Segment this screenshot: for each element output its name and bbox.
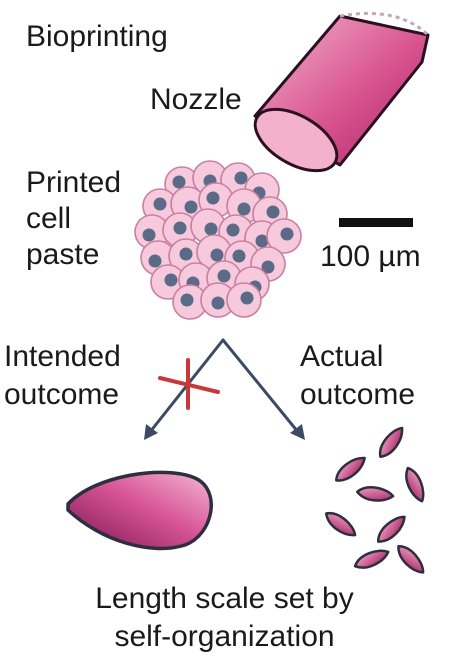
tissue-fragment	[335, 456, 366, 482]
cell-nucleus	[206, 191, 220, 205]
tissue-fragment	[405, 466, 425, 503]
tissue-fragment	[353, 549, 390, 569]
cell-nucleus	[179, 247, 193, 261]
actual-label-line-2: outcome	[300, 378, 416, 411]
scale-bar	[339, 218, 413, 227]
cell-nucleus	[217, 269, 231, 283]
diagram-title: Bioprinting	[26, 20, 168, 53]
diagram-caption: Length scale set by self-organization	[0, 580, 449, 656]
cell-nucleus	[234, 171, 248, 185]
cell-nucleus	[204, 222, 218, 236]
cell-nucleus	[153, 197, 167, 211]
actual-outcome-label: Actual outcome	[300, 338, 415, 414]
printed-label-line-3: paste	[26, 238, 100, 271]
cell-nucleus	[232, 249, 246, 263]
printed-cell-paste-label: Printed cell paste	[26, 165, 121, 273]
cell-nucleus	[173, 221, 187, 235]
caption-line-1: Length scale set by	[95, 582, 354, 615]
tissue-fragment	[324, 511, 357, 537]
cell-nucleus	[164, 273, 178, 287]
cell-nucleus	[255, 234, 269, 248]
outcome-arrows	[148, 338, 300, 434]
cell-nucleus	[237, 202, 251, 216]
tissue-fragment	[397, 544, 425, 574]
cell-nucleus	[226, 223, 240, 237]
nozzle	[253, 12, 430, 173]
cell-nucleus	[261, 260, 275, 274]
intended-label-line-1: Intended	[4, 340, 121, 373]
nozzle-label: Nozzle	[150, 83, 242, 116]
arrow-head-right	[290, 424, 305, 440]
tissue-fragment	[356, 486, 395, 502]
intended-tissue-blob	[66, 470, 213, 551]
cell-nucleus	[210, 248, 224, 262]
printed-label-line-2: cell	[26, 202, 72, 235]
tissue-fragment	[376, 515, 406, 543]
intended-label-line-2: outcome	[4, 378, 120, 411]
cell-nucleus	[184, 200, 198, 214]
cell-nucleus	[148, 254, 162, 268]
cell-nucleus	[142, 228, 156, 242]
printed-cell-paste-cluster	[134, 160, 302, 320]
caption-line-2: self-organization	[114, 620, 335, 653]
actual-fragmented-blobs	[324, 426, 425, 574]
actual-label-line-1: Actual	[300, 340, 384, 373]
scale-bar-label: 100 µm	[320, 240, 421, 273]
cell-nucleus	[266, 205, 280, 219]
cell-nucleus	[280, 227, 294, 241]
rejected-cross	[158, 358, 220, 410]
intended-outcome-label: Intended outcome	[4, 338, 121, 414]
arrow-head-left	[144, 424, 158, 440]
tissue-fragment	[378, 426, 404, 459]
cell-nucleus	[180, 293, 194, 307]
cell-nucleus	[172, 175, 186, 189]
cell-nucleus	[240, 291, 254, 305]
cell-nucleus	[211, 296, 225, 310]
printed-label-line-1: Printed	[26, 166, 122, 199]
